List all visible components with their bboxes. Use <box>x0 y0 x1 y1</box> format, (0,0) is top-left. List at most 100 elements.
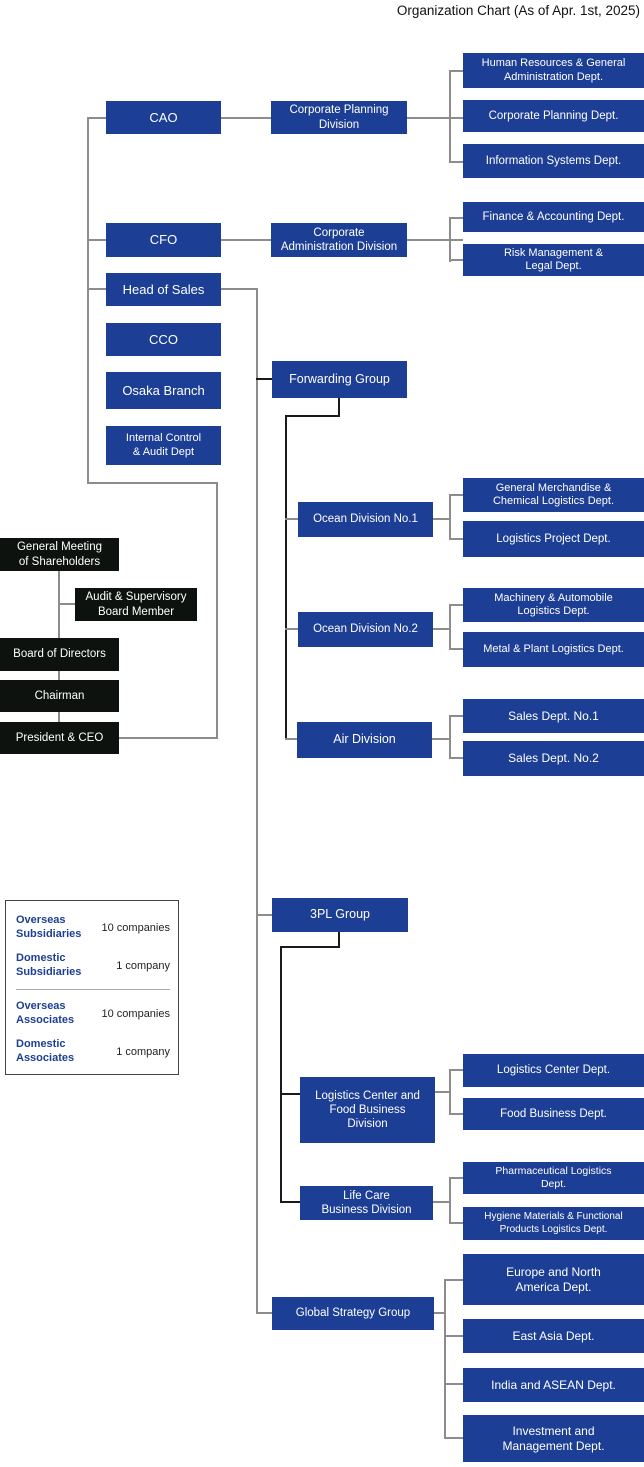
node-machinery-automobile-dept: Machinery & Automobile Logistics Dept. <box>463 588 644 622</box>
node-sales-dept-2: Sales Dept. No.2 <box>463 741 644 776</box>
connector-line <box>449 1069 464 1071</box>
node-corporate-administration-division: Corporate Administration Division <box>271 223 407 257</box>
connector-line <box>449 494 464 496</box>
node-chairman: Chairman <box>0 680 119 712</box>
legend-row: Overseas Subsidiaries 10 companies <box>16 913 170 943</box>
connector-line <box>449 757 464 759</box>
connector-line <box>449 1177 451 1224</box>
node-corporate-planning-dept: Corporate Planning Dept. <box>463 100 644 132</box>
node-3pl-group: 3PL Group <box>272 898 408 932</box>
node-board-of-directors: Board of Directors <box>0 638 119 671</box>
connector-line <box>449 604 464 606</box>
node-audit-supervisory-board: Audit & Supervisory Board Member <box>75 588 197 621</box>
connector-line <box>434 1312 446 1314</box>
connector-line <box>449 1069 451 1115</box>
subsidiaries-legend: Overseas Subsidiaries 10 companies Domes… <box>5 900 179 1075</box>
connector-line <box>285 628 298 630</box>
node-finance-accounting-dept: Finance & Accounting Dept. <box>463 202 644 232</box>
connector-line <box>435 1091 451 1093</box>
node-sales-dept-1: Sales Dept. No.1 <box>463 699 644 733</box>
node-metal-plant-dept: Metal & Plant Logistics Dept. <box>463 632 644 667</box>
connector-line <box>444 1279 464 1281</box>
connector-line <box>338 397 340 417</box>
connector-line <box>444 1383 464 1385</box>
connector-line <box>449 648 464 650</box>
node-head-of-sales: Head of Sales <box>106 273 221 306</box>
node-life-care-division: Life Care Business Division <box>300 1186 433 1220</box>
node-risk-management-legal-dept: Risk Management & Legal Dept. <box>463 244 644 276</box>
node-cfo: CFO <box>106 223 221 257</box>
connector-line <box>449 538 464 540</box>
connector-line <box>119 737 218 739</box>
connector-line <box>256 378 273 380</box>
connector-line <box>449 1177 464 1179</box>
connector-line <box>444 1279 446 1439</box>
node-india-asean-dept: India and ASEAN Dept. <box>463 1368 644 1402</box>
node-logistics-center-dept: Logistics Center Dept. <box>463 1054 644 1087</box>
legend-row: Domestic Subsidiaries 1 company <box>16 951 170 981</box>
connector-line <box>87 482 218 484</box>
chart-title: Organization Chart (As of Apr. 1st, 2025… <box>396 3 640 18</box>
node-hygiene-materials-dept: Hygiene Materials & Functional Products … <box>463 1207 644 1240</box>
connector-line <box>449 217 451 262</box>
node-east-asia-dept: East Asia Dept. <box>463 1319 644 1353</box>
connector-line <box>216 482 218 739</box>
connector-line <box>285 518 298 520</box>
connector-line <box>433 518 451 520</box>
connector-line <box>280 1093 300 1095</box>
connector-line <box>444 1437 464 1439</box>
connector-line <box>338 931 340 948</box>
node-cco: CCO <box>106 323 221 356</box>
connector-line <box>433 1201 451 1203</box>
node-forwarding-group: Forwarding Group <box>272 361 407 398</box>
connector-line <box>432 738 451 740</box>
node-ocean-division-2: Ocean Division No.2 <box>298 612 433 647</box>
legend-label: Domestic Associates <box>16 1038 75 1064</box>
connector-line <box>449 217 464 219</box>
connector-line <box>449 715 451 759</box>
node-logistics-center-food-division: Logistics Center and Food Business Divis… <box>300 1077 435 1143</box>
connector-line <box>256 288 258 1314</box>
connector-line <box>280 1201 300 1203</box>
connector-line <box>256 1312 273 1314</box>
legend-value: 10 companies <box>101 1008 171 1020</box>
legend-value: 10 companies <box>101 922 171 934</box>
connector-line <box>256 914 273 916</box>
legend-row: Overseas Associates 10 companies <box>16 999 170 1029</box>
node-food-business-dept: Food Business Dept. <box>463 1098 644 1130</box>
node-cao: CAO <box>106 101 221 134</box>
node-osaka-branch: Osaka Branch <box>106 372 221 409</box>
node-pharmaceutical-logistics-dept: Pharmaceutical Logistics Dept. <box>463 1162 644 1194</box>
connector-line <box>449 1113 464 1115</box>
connector-line <box>449 161 464 163</box>
connector-line <box>449 715 464 717</box>
connector-line <box>285 415 340 417</box>
connector-line <box>449 70 451 163</box>
legend-value: 1 company <box>116 960 170 972</box>
node-europe-north-america-dept: Europe and North America Dept. <box>463 1254 644 1305</box>
legend-label: Overseas Associates <box>16 1000 75 1026</box>
connector-line <box>449 259 464 261</box>
node-president-ceo: President & CEO <box>0 722 119 754</box>
connector-line <box>449 494 451 540</box>
node-general-merchandise-chemical-dept: General Merchandise & Chemical Logistics… <box>463 478 644 512</box>
legend-label: Overseas Subsidiaries <box>16 914 82 940</box>
legend-value: 1 company <box>116 1046 170 1058</box>
node-internal-control-audit: Internal Control & Audit Dept <box>106 426 221 465</box>
connector-line <box>285 738 297 740</box>
connector-line <box>280 946 282 1203</box>
connector-line <box>58 603 76 605</box>
node-general-meeting-shareholders: General Meeting of Shareholders <box>0 538 119 571</box>
node-ocean-division-1: Ocean Division No.1 <box>298 502 433 537</box>
connector-line <box>444 1335 464 1337</box>
connector-line <box>449 1222 464 1224</box>
legend-row: Domestic Associates 1 company <box>16 1037 170 1067</box>
node-investment-management-dept: Investment and Management Dept. <box>463 1415 644 1462</box>
node-information-systems-dept: Information Systems Dept. <box>463 144 644 178</box>
connector-line <box>280 946 340 948</box>
connector-line <box>285 415 287 740</box>
node-logistics-project-dept: Logistics Project Dept. <box>463 521 644 557</box>
node-air-division: Air Division <box>297 722 432 758</box>
node-corporate-planning-division: Corporate Planning Division <box>271 101 407 134</box>
